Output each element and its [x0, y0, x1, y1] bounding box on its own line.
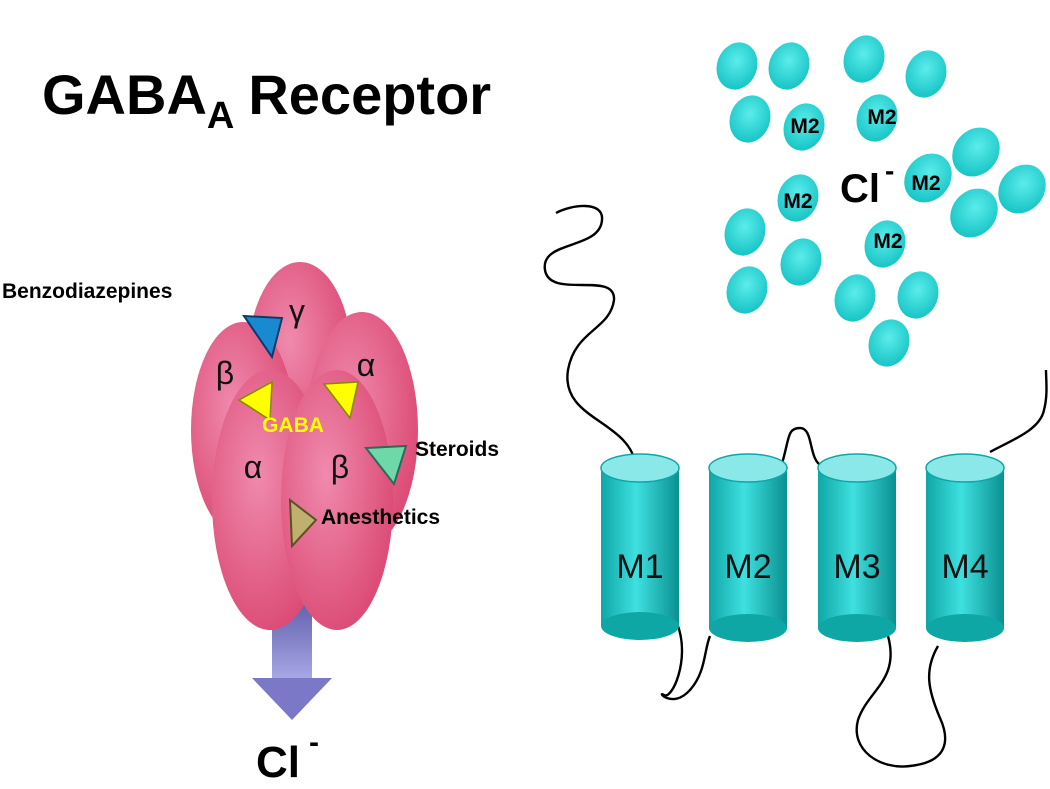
pore-m2-label: M2	[911, 172, 940, 195]
loop-m1-m2	[660, 625, 712, 701]
gaba-label: GABA	[262, 414, 324, 437]
title-rest: Receptor	[248, 63, 492, 126]
helix-blob	[897, 271, 939, 319]
helix-blob	[768, 42, 810, 90]
helix-blob	[724, 208, 766, 256]
title-main: GABA	[42, 63, 207, 126]
pore-cl-ion-label: Cl -	[840, 155, 894, 211]
helix-blob	[777, 174, 819, 222]
extracellular-c-terminal	[989, 369, 1048, 454]
helix-blob	[729, 95, 771, 143]
pore-m2-label: M2	[867, 106, 896, 129]
intracellular-loop-m3-m4	[855, 635, 947, 768]
benzodiazepine-site-marker	[242, 314, 284, 360]
gaba-site-marker-right	[322, 381, 359, 420]
subunit-label-beta-left: β	[216, 355, 234, 391]
subunit-label-gamma: γ	[289, 293, 305, 329]
helix-blob	[904, 153, 952, 203]
helix-blob	[780, 238, 822, 286]
steroids-label: Steroids	[415, 438, 499, 461]
helix-blob	[868, 319, 910, 367]
loop-m2-m3	[778, 426, 823, 471]
transmembrane-topology: M1 M2 M3 M4	[543, 204, 1048, 768]
helix-blob	[726, 266, 768, 314]
cylinder-label-m4: M4	[941, 548, 988, 586]
cylinder-m2: M2	[708, 453, 788, 642]
helix-blob	[952, 127, 1000, 177]
benzodiazepines-label: Benzodiazepines	[2, 280, 172, 303]
cylinder-label-m3: M3	[833, 548, 880, 586]
helix-blob	[843, 35, 885, 83]
helix-blob	[834, 274, 876, 322]
pore-m2-label: M2	[783, 190, 812, 213]
cylinder-m4: M4	[925, 453, 1005, 642]
helix-blob	[783, 103, 825, 151]
subunit-beta-right	[281, 370, 393, 630]
gaba-site-marker-left	[237, 380, 273, 422]
helix-blob	[905, 50, 947, 98]
extracellular-n-terminal-loop	[543, 204, 638, 467]
cylinder-label-m1: M1	[616, 548, 663, 586]
subunit-label-alpha-right: α	[357, 347, 376, 383]
page-title: GABAA Receptor	[42, 62, 492, 137]
anesthetic-site-marker	[288, 497, 318, 549]
anesthetics-label: Anesthetics	[321, 506, 440, 529]
helix-blob	[864, 220, 906, 268]
cylinder-m3: M3	[817, 453, 897, 642]
cl-ion-label-bottom: Cl -	[256, 726, 319, 787]
cylinder-label-m2: M2	[724, 548, 771, 586]
subunit-label-beta-right: β	[331, 449, 349, 485]
steroid-site-marker	[364, 444, 408, 487]
helix-blob	[950, 188, 998, 238]
cylinder-m1: M1	[600, 453, 680, 640]
svg-text:-: -	[309, 726, 319, 759]
title-subscript: A	[206, 95, 235, 137]
svg-text:Cl: Cl	[840, 167, 880, 211]
helix-blob	[856, 94, 898, 142]
pore-m2-label: M2	[790, 115, 819, 138]
svg-text:-: -	[885, 155, 894, 186]
receptor-complex: γ β α α β GABA Benzodiazepines Steroids …	[2, 262, 499, 787]
pore-top-view: M2 M2 M2 M2 M2 Cl -	[716, 35, 1046, 367]
subunit-label-alpha-left: α	[244, 449, 263, 485]
pore-m2-label: M2	[873, 230, 902, 253]
svg-text:Cl: Cl	[256, 738, 300, 784]
helix-blob	[998, 164, 1046, 214]
helix-blob	[716, 42, 758, 90]
